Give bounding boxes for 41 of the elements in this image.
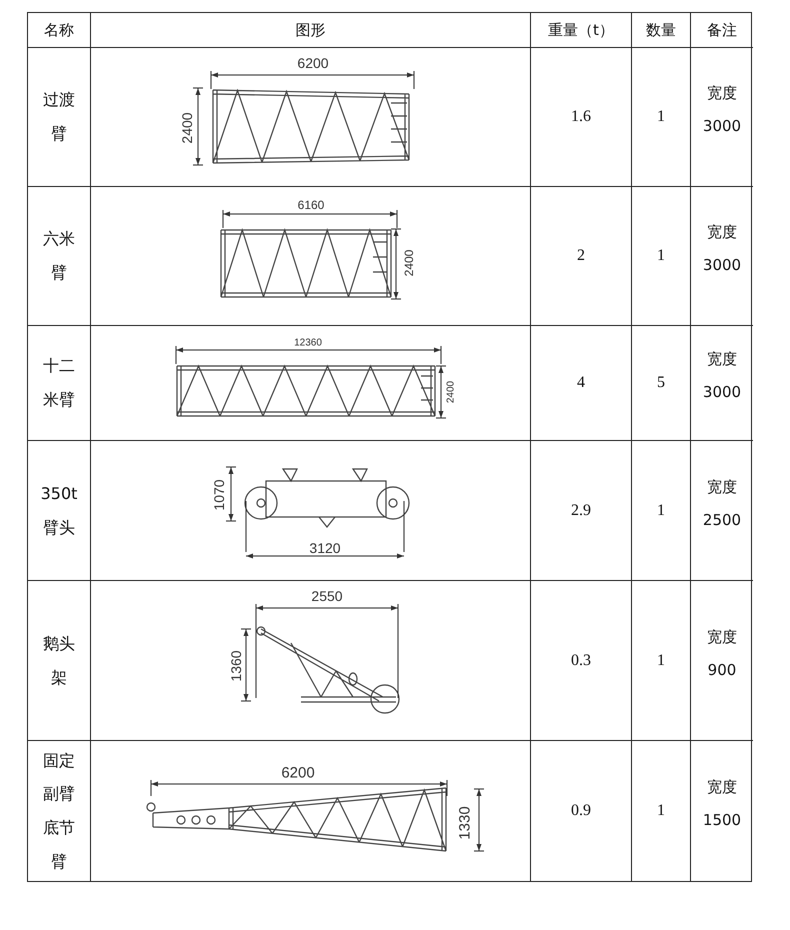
note-text: 宽度 2500 [702, 476, 742, 530]
note-text: 宽度 3000 [702, 83, 742, 137]
weight-value: 4 [577, 374, 585, 392]
column-header: 重量（t） [548, 20, 614, 40]
column-header: 备注 [707, 20, 737, 40]
column-header: 名称 [44, 20, 74, 40]
dimension-label: 3120 [309, 540, 341, 556]
dimension-label: 2400 [446, 380, 456, 404]
dimension-label: 2550 [311, 588, 343, 604]
note-text: 宽度 900 [706, 626, 738, 680]
part-name: 十二米臂 [42, 355, 76, 411]
quantity-value: 1 [657, 802, 665, 820]
quantity-value: 1 [657, 108, 665, 126]
dimension-label: 2400 [402, 250, 416, 276]
weight-value: 2 [577, 247, 585, 265]
quantity-value: 1 [657, 652, 665, 670]
dimension-label: 2400 [179, 112, 195, 144]
weight-value: 1.6 [571, 108, 591, 126]
quantity-value: 1 [657, 247, 665, 265]
weight-value: 0.9 [571, 802, 591, 820]
dimension-label: 6200 [297, 55, 329, 71]
part-name: 鹅头架 [42, 632, 76, 688]
part-name: 固定副臂底节臂 [42, 750, 76, 873]
column-header: 数量 [646, 20, 676, 40]
note-text: 宽度 1500 [702, 777, 742, 831]
dimension-label: 6160 [298, 198, 324, 212]
dimension-label: 1070 [211, 479, 227, 511]
dimension-label: 6200 [281, 764, 315, 782]
dimension-label: 12360 [294, 338, 322, 348]
part-name: 350t臂头 [40, 482, 78, 538]
quantity-value: 5 [657, 374, 665, 392]
quantity-value: 1 [657, 502, 665, 520]
note-text: 宽度 3000 [702, 349, 742, 403]
part-name: 六米臂 [42, 228, 76, 284]
dimension-label: 1360 [228, 650, 244, 682]
column-header: 图形 [296, 20, 326, 40]
note-text: 宽度 3000 [702, 222, 742, 276]
weight-value: 2.9 [571, 502, 591, 520]
dimension-label: 1330 [456, 806, 474, 840]
part-name: 过渡臂 [42, 89, 76, 145]
weight-value: 0.3 [571, 652, 591, 670]
